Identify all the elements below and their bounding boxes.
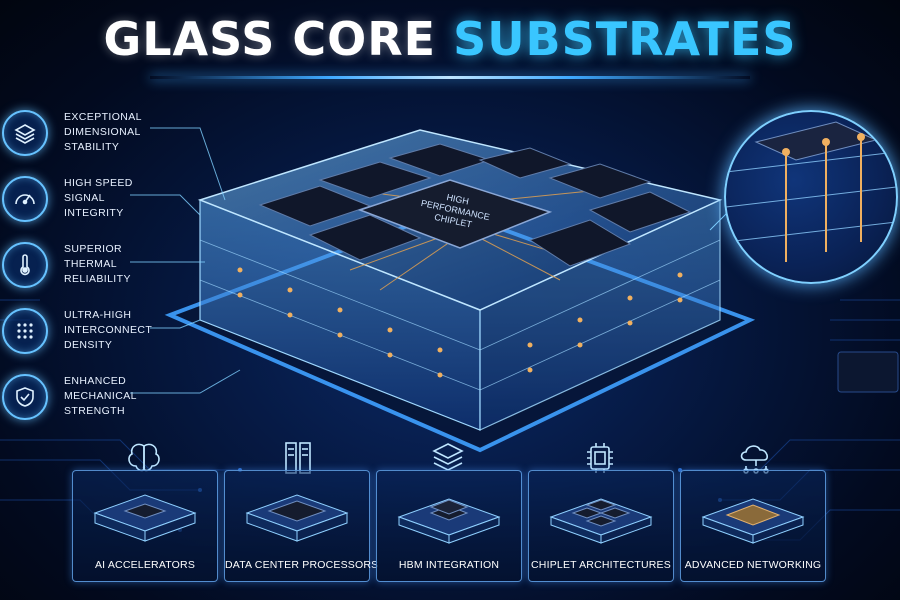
- application-card-chiplet: CHIPLET ARCHITECTURES: [528, 470, 674, 582]
- application-label: DATA CENTER PROCESSORS: [225, 559, 379, 571]
- memory-chip-1: [318, 161, 432, 199]
- glass-substrate-illustration: HIGH PERFORMANCE CHIPLET: [164, 129, 756, 453]
- chiplet-thumbnail: [549, 498, 653, 544]
- memory-chip-8: [528, 219, 632, 267]
- networking-thumbnail: [701, 498, 805, 544]
- chiplet-label-line1: HIGH: [446, 192, 470, 206]
- zoom-lens: [724, 110, 898, 284]
- speedometer-icon: [2, 176, 48, 222]
- application-label: HBM INTEGRATION: [398, 559, 500, 571]
- title-part-1: GLASS CORE: [103, 12, 437, 66]
- application-label: ADVANCED NETWORKING: [684, 559, 822, 571]
- application-card-hbm: HBM INTEGRATION: [376, 470, 522, 582]
- page-title: GLASS CORE SUBSTRATES: [0, 12, 900, 66]
- application-card-data-center: DATA CENTER PROCESSORS: [224, 470, 379, 582]
- application-label: AI ACCELERATORS: [94, 559, 196, 571]
- data-center-thumbnail: [245, 494, 349, 542]
- application-card-ai: AI ACCELERATORS: [72, 470, 218, 582]
- hbm-thumbnail: [397, 498, 501, 544]
- title-part-2: SUBSTRATES: [453, 12, 797, 66]
- dot-grid-icon: [2, 308, 48, 354]
- title-underline-glow: [150, 76, 750, 79]
- application-label: CHIPLET ARCHITECTURES: [531, 559, 671, 571]
- applications-row: AI ACCELERATORS DATA CENTER PROCESSORS H…: [72, 470, 832, 582]
- memory-chip-7: [588, 191, 692, 233]
- thermometer-icon: [2, 242, 48, 288]
- application-card-networking: ADVANCED NETWORKING: [680, 470, 826, 582]
- shield-check-icon: [2, 374, 48, 420]
- central-chiplet: [357, 179, 553, 249]
- layers-icon: [2, 110, 48, 156]
- memory-chip-4: [548, 163, 652, 199]
- memory-chip-6: [308, 214, 422, 261]
- ai-accelerator-thumbnail: [93, 494, 197, 542]
- memory-chip-3: [478, 147, 572, 179]
